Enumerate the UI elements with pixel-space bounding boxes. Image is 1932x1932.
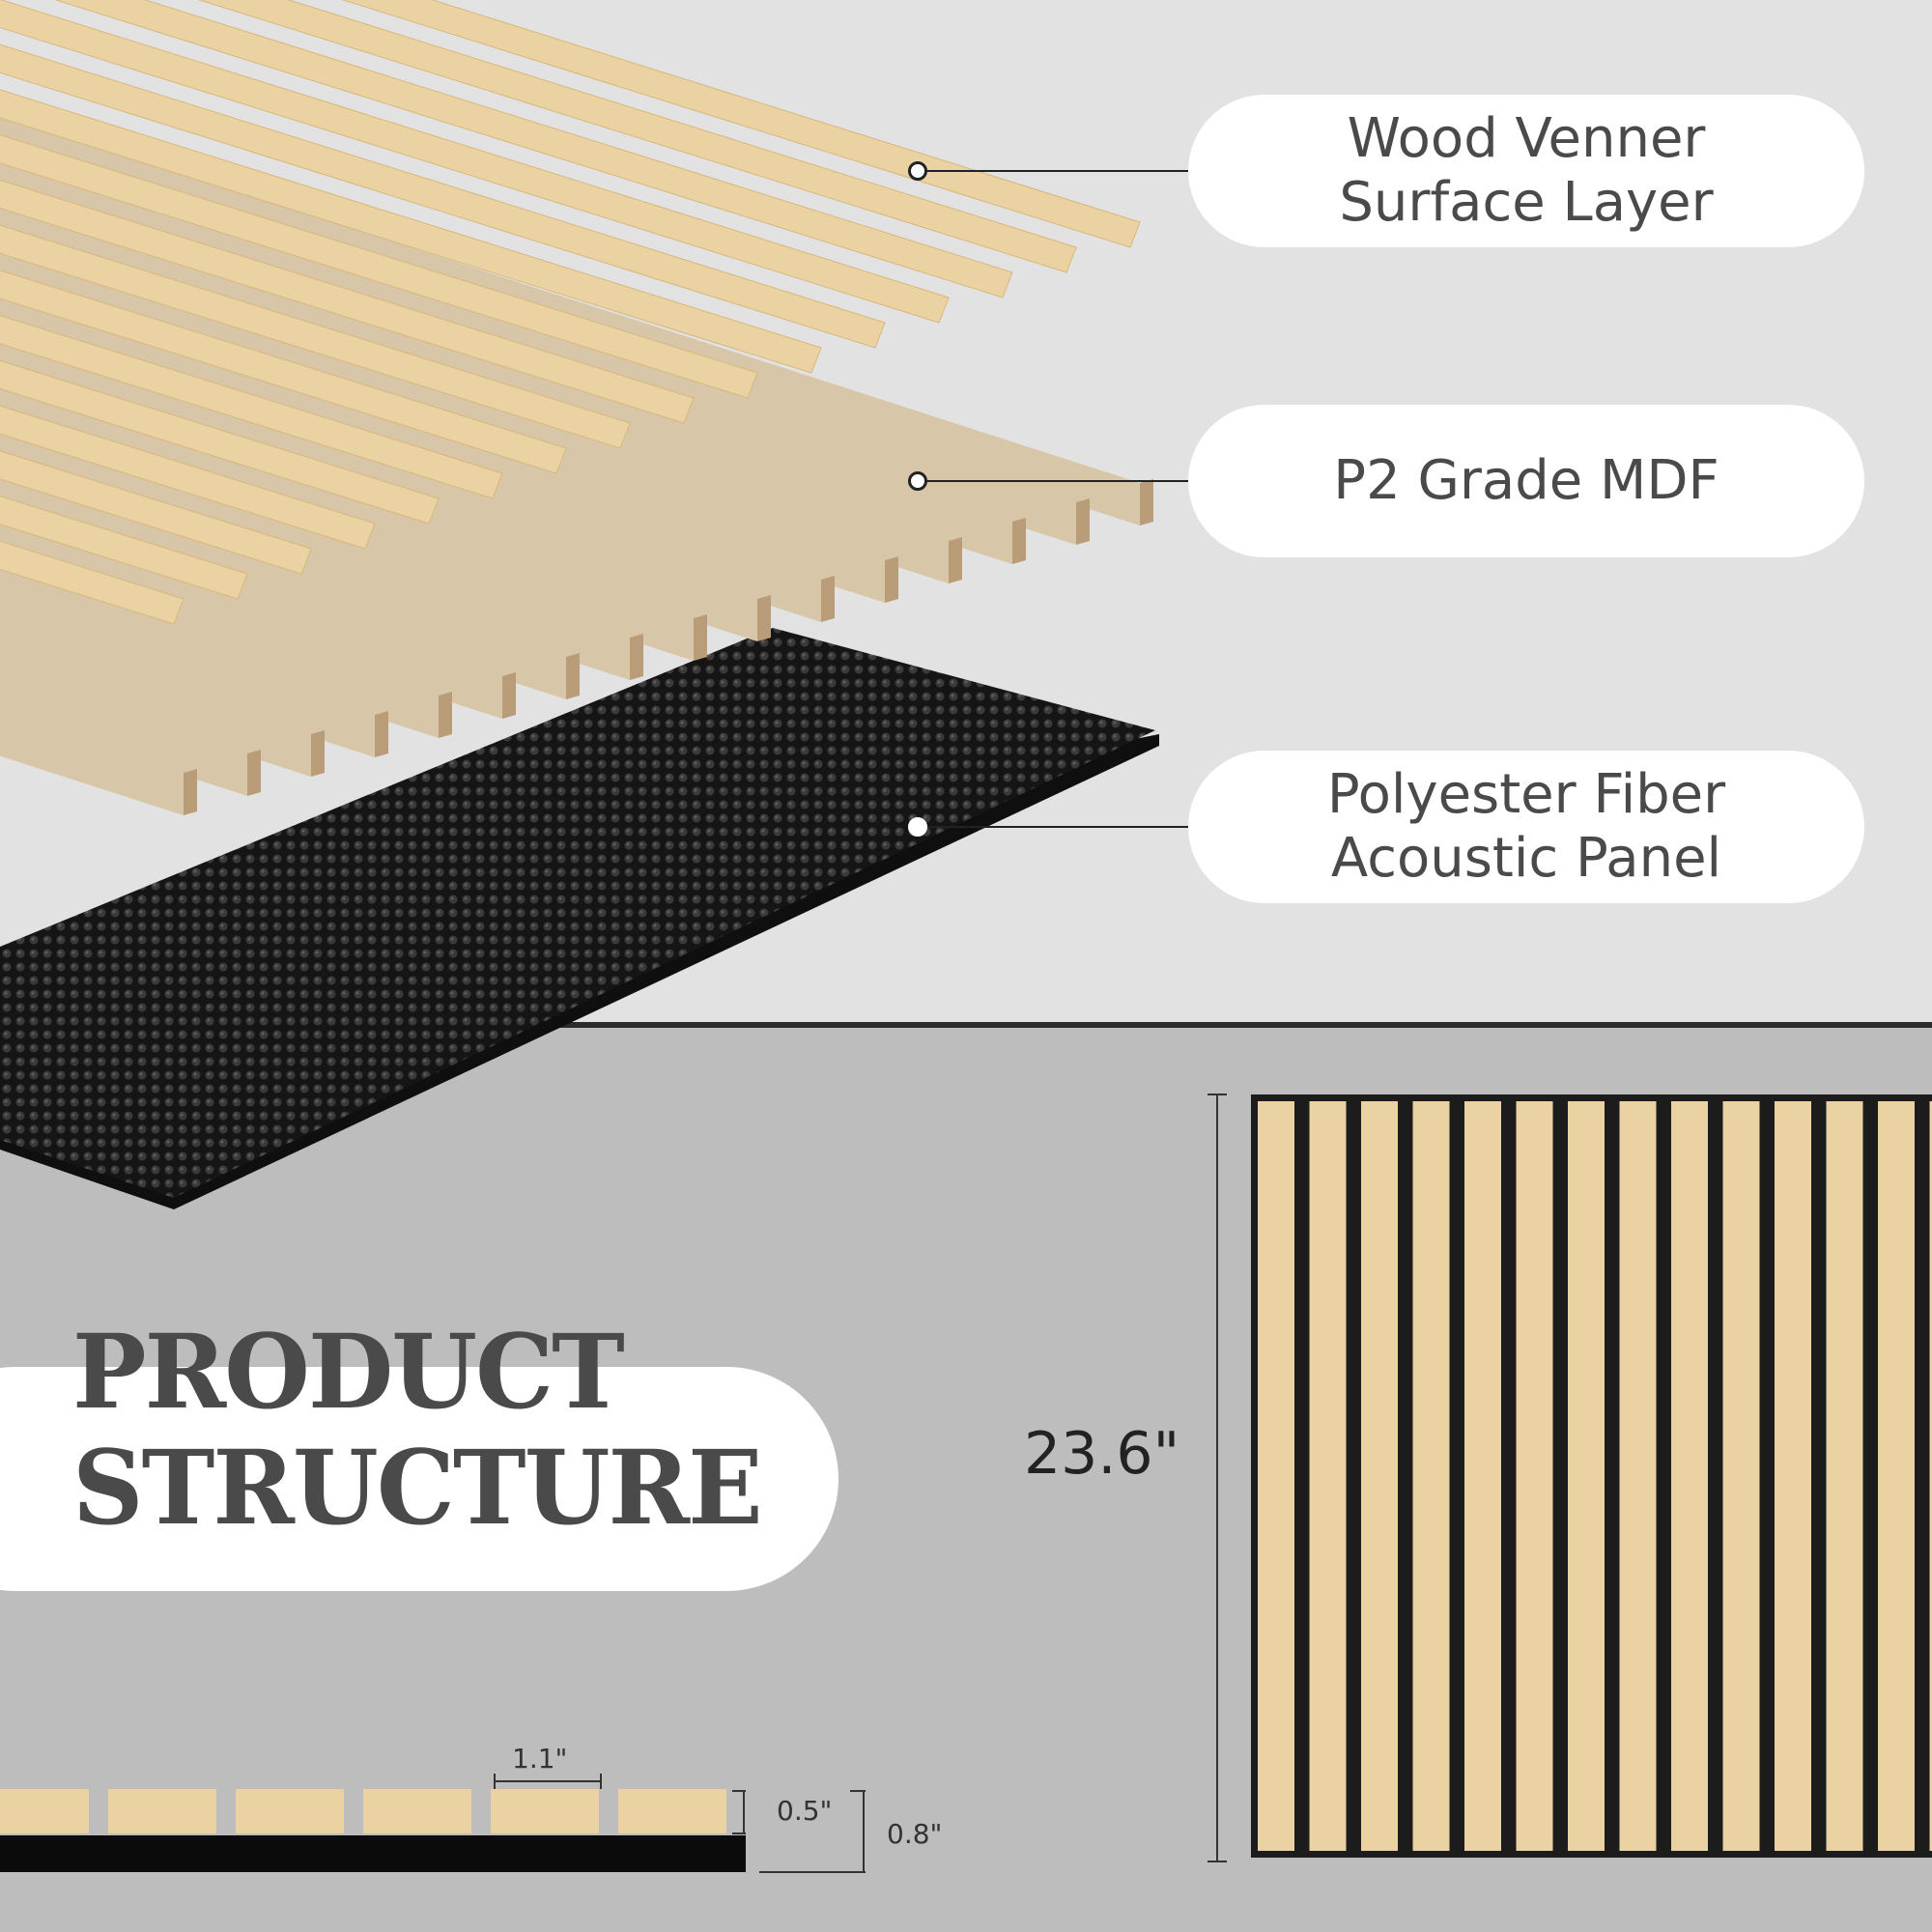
mdf-connector-line — [918, 480, 1188, 482]
veneer-connector-line — [918, 170, 1188, 172]
mdf-slat-end — [247, 750, 261, 796]
felt-label-line-1: Polyester Fiber — [1326, 763, 1726, 826]
mdf-slat-top — [0, 514, 502, 719]
total-thickness-dimension — [759, 1790, 866, 1873]
veneer-strip — [0, 496, 248, 600]
wood-veneer-layer — [0, 0, 1141, 625]
veneer-strip — [0, 405, 376, 550]
mdf-slat-top — [0, 593, 375, 757]
mdf-slat-end — [439, 692, 452, 738]
panel-slat — [1464, 1101, 1501, 1851]
veneer-strip — [341, 0, 1141, 248]
slat-width-dimension — [494, 1774, 602, 1789]
veneer-strip — [0, 134, 758, 399]
profile-slat — [0, 1789, 89, 1833]
veneer-strip — [198, 0, 1077, 273]
height-dimension-label: 23.6" — [1024, 1420, 1180, 1488]
veneer-label-pill: Wood Venner Surface Layer — [1188, 95, 1864, 247]
mdf-marker-dot — [908, 471, 927, 491]
mdf-slat-end — [1140, 479, 1153, 526]
felt-label-pill: Polyester Fiber Acoustic Panel — [1188, 751, 1864, 903]
veneer-strip — [0, 270, 567, 474]
panel-slat — [1258, 1101, 1294, 1851]
veneer-strip — [0, 43, 886, 349]
panel-slat — [1619, 1101, 1657, 1851]
mdf-slat-end — [949, 537, 962, 583]
profile-slat — [236, 1789, 344, 1833]
height-dimension-line — [1208, 1094, 1227, 1862]
veneer-strip — [54, 0, 1013, 298]
veneer-label-line-2: Surface Layer — [1339, 171, 1714, 234]
felt-label-line-2: Acoustic Panel — [1330, 827, 1722, 890]
profile-slat — [491, 1789, 599, 1833]
veneer-strip — [0, 540, 185, 625]
mdf-slat-end — [694, 614, 707, 661]
panel-slat — [1826, 1101, 1863, 1851]
veneer-strip — [0, 0, 950, 324]
panel-slat — [1929, 1101, 1932, 1851]
mdf-slat-end — [566, 653, 580, 699]
page-title: PRODUCT STRUCTURE — [72, 1311, 763, 1548]
section-divider — [541, 1022, 1932, 1028]
slat-thickness-label: 0.5" — [777, 1795, 833, 1827]
profile-slat — [363, 1789, 471, 1833]
mdf-slat-end — [1076, 498, 1090, 545]
panel-slat — [1671, 1101, 1708, 1851]
veneer-label-line-1: Wood Venner — [1347, 107, 1706, 170]
mdf-slat-end — [184, 769, 197, 815]
veneer-strip — [0, 450, 312, 575]
mdf-slat-end — [885, 556, 898, 603]
mdf-slat-end — [630, 634, 643, 680]
felt-marker-dot — [908, 817, 927, 837]
exploded-layers-illustration — [0, 0, 1159, 1209]
title-line-2: STRUCTURE — [72, 1427, 763, 1548]
slat-width-label: 1.1" — [512, 1743, 568, 1775]
mdf-slat-end — [311, 730, 325, 777]
mdf-slat-top — [0, 434, 630, 680]
mdf-slat-end — [502, 672, 516, 719]
veneer-strip — [0, 179, 695, 424]
veneer-marker-dot — [908, 161, 927, 181]
title-pill — [0, 1367, 838, 1591]
panel-slat — [1516, 1101, 1553, 1851]
panel-slat — [1568, 1101, 1605, 1851]
mdf-slat-end — [821, 576, 835, 622]
veneer-strip — [0, 315, 503, 499]
panel-front-view — [1251, 1094, 1932, 1858]
mdf-slat-top — [0, 713, 184, 815]
total-thickness-label: 0.8" — [887, 1818, 943, 1850]
panel-slat — [1878, 1101, 1915, 1851]
veneer-strip — [0, 359, 440, 525]
profile-slat — [108, 1789, 216, 1833]
mdf-slat-end — [757, 595, 771, 641]
profile-felt-backing — [0, 1835, 746, 1872]
mdf-slat-top — [0, 633, 311, 777]
slat-thickness-dimension — [732, 1790, 746, 1834]
title-line-1: PRODUCT — [72, 1311, 625, 1432]
panel-slat — [1309, 1101, 1347, 1851]
mdf-slat-end — [1012, 518, 1026, 564]
profile-slat — [618, 1789, 726, 1833]
panel-slat — [1722, 1101, 1760, 1851]
panel-slat — [1775, 1101, 1811, 1851]
felt-connector-line — [918, 826, 1188, 828]
mdf-label-line-1: P2 Grade MDF — [1333, 449, 1719, 512]
veneer-strip — [0, 224, 631, 449]
panel-slat — [1361, 1101, 1398, 1851]
panel-slat — [1412, 1101, 1450, 1851]
veneer-strip — [0, 89, 822, 374]
mdf-slat-top — [0, 673, 247, 796]
felt-layer — [0, 628, 1159, 1209]
mdf-slat-top — [0, 473, 566, 699]
mdf-slat-end — [375, 711, 388, 757]
panel-profile-cross-section — [0, 1774, 866, 1873]
mdf-label-pill: P2 Grade MDF — [1188, 405, 1864, 557]
